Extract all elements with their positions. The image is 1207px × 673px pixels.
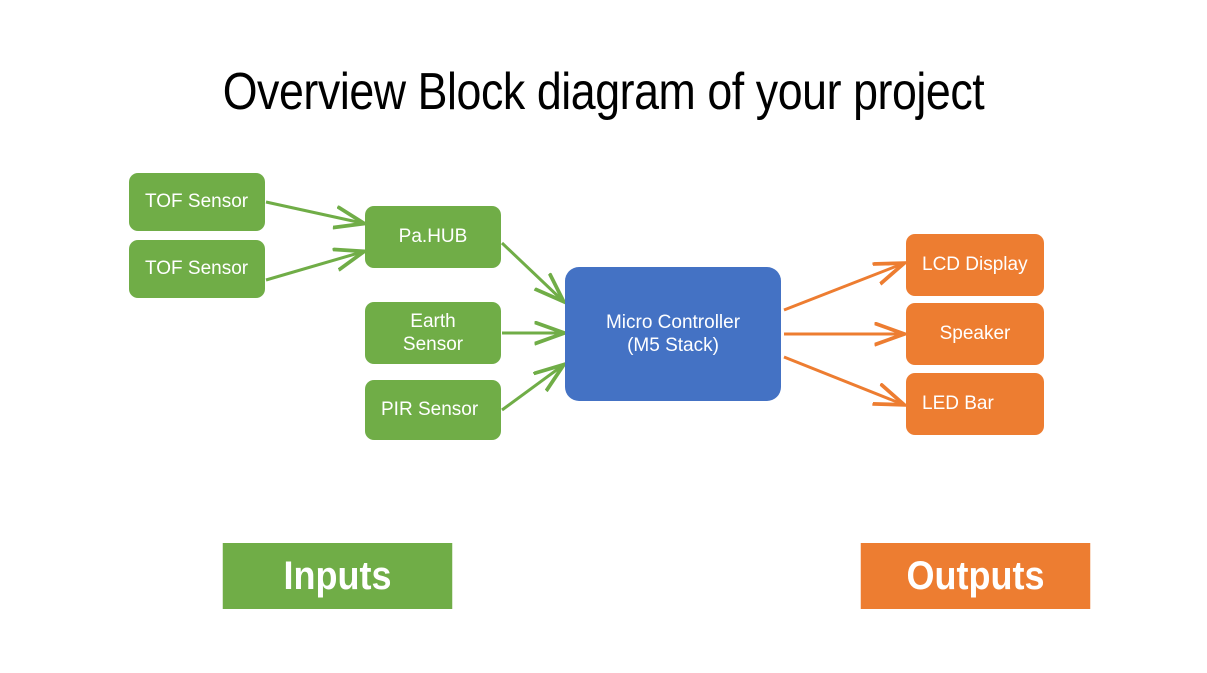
edge-mcu-ledbar bbox=[783, 355, 902, 404]
block-label: Speaker bbox=[939, 323, 1011, 345]
block-label: LCD Display bbox=[922, 254, 1028, 276]
block-label: PIR Sensor bbox=[381, 399, 479, 421]
edge-tof2-pahub bbox=[265, 252, 362, 282]
block-label: Pa.HUB bbox=[398, 226, 468, 248]
edge-tof1-pahub bbox=[265, 200, 362, 223]
page-title: Overview Block diagram of your project bbox=[222, 63, 985, 121]
legend-label: Inputs bbox=[283, 553, 392, 598]
block-label: TOF Sensor bbox=[145, 258, 249, 280]
inputs-legend: Inputs bbox=[222, 543, 453, 609]
block-pa-hub[interactable]: Pa.HUB bbox=[365, 206, 501, 268]
outputs-legend: Outputs bbox=[860, 543, 1091, 609]
block-speaker[interactable]: Speaker bbox=[906, 303, 1044, 365]
block-label: LED Bar bbox=[922, 393, 994, 415]
block-label: TOF Sensor bbox=[145, 191, 249, 213]
block-label: Micro Controller (M5 Stack) bbox=[605, 311, 741, 356]
block-tof-sensor-2[interactable]: TOF Sensor bbox=[129, 240, 265, 298]
edge-mcu-lcd bbox=[783, 264, 902, 312]
legend-label: Outputs bbox=[906, 553, 1045, 598]
edge-pir-mcu bbox=[501, 366, 562, 412]
block-micro-controller[interactable]: Micro Controller (M5 Stack) bbox=[565, 267, 781, 401]
block-led-bar[interactable]: LED Bar bbox=[906, 373, 1044, 435]
block-tof-sensor-1[interactable]: TOF Sensor bbox=[129, 173, 265, 231]
block-pir-sensor[interactable]: PIR Sensor bbox=[365, 380, 501, 440]
block-lcd-display[interactable]: LCD Display bbox=[906, 234, 1044, 296]
edge-pahub-mcu bbox=[500, 241, 562, 300]
block-earth-sensor[interactable]: Earth Sensor bbox=[365, 302, 501, 364]
block-label: Earth Sensor bbox=[402, 310, 464, 355]
